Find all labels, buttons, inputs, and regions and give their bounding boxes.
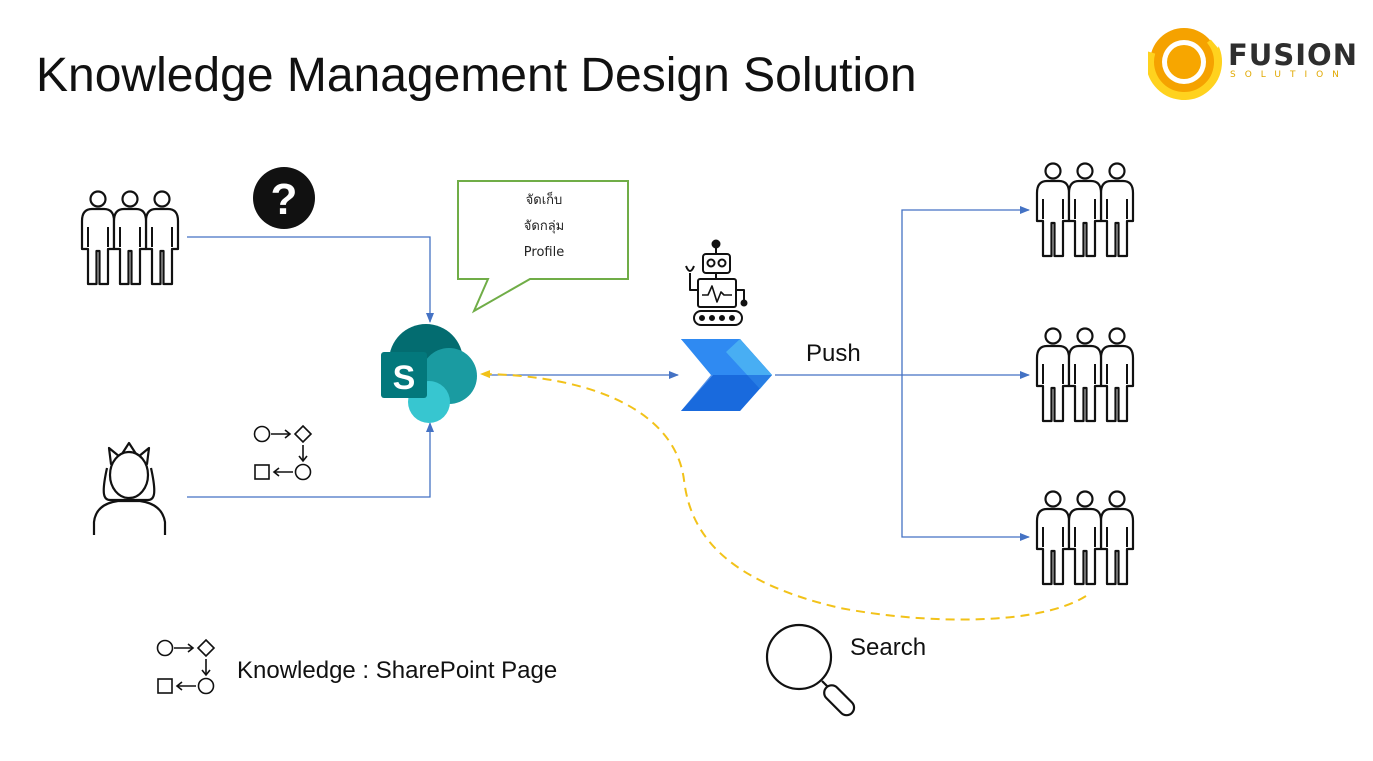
question-icon: ? xyxy=(253,167,315,229)
connectors xyxy=(187,206,1087,621)
callout-text: จัดเก็บ จัดกลุ่ม Profile xyxy=(460,188,628,266)
fusion-logo: FUSION SOLUTION xyxy=(1146,24,1358,100)
legend-label: Knowledge : SharePoint Page xyxy=(237,657,558,684)
fusion-logo-icon xyxy=(1146,24,1226,100)
connector-users-to-sharepoint xyxy=(187,236,434,323)
callout-line-profile: Profile xyxy=(523,245,565,260)
callout-box xyxy=(457,180,629,314)
queen-icon xyxy=(92,441,167,535)
process-flow-icon xyxy=(253,425,312,481)
people-group-icon xyxy=(82,192,178,285)
connector-push-top xyxy=(901,206,1030,375)
sharepoint-icon: S xyxy=(381,324,477,423)
logo-name: FUSION xyxy=(1228,38,1358,72)
search-dashed-connector xyxy=(480,370,1087,621)
push-label: Push xyxy=(806,340,861,367)
people-group-icon xyxy=(1037,164,1133,257)
callout-line-store: จัดเก็บ xyxy=(525,193,563,208)
power-automate-icon xyxy=(681,339,772,411)
sharepoint-letter: S xyxy=(393,359,416,397)
magnifier-icon xyxy=(765,623,856,717)
question-mark-text: ? xyxy=(271,175,298,224)
connector-push-bottom xyxy=(901,375,1030,541)
search-label: Search xyxy=(850,634,927,661)
callout-line-group: จัดกลุ่ม xyxy=(523,219,565,234)
legend-process-flow-icon xyxy=(156,639,215,695)
connector-admin-to-sharepoint xyxy=(187,422,434,498)
people-group-icon xyxy=(1037,329,1133,422)
slide-title: Knowledge Management Design Solution xyxy=(36,49,917,102)
robot-icon xyxy=(685,239,748,326)
people-group-icon xyxy=(1037,492,1133,585)
logo-tagline: SOLUTION xyxy=(1230,70,1348,80)
